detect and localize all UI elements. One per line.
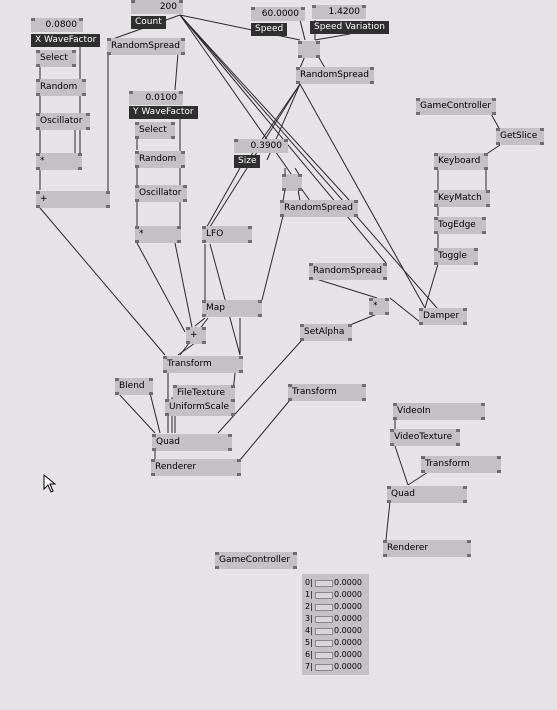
size-value[interactable]: 0.3900	[234, 139, 288, 153]
channel-slider[interactable]	[315, 580, 333, 587]
transform-node-video[interactable]: Transform	[421, 456, 501, 473]
channel-slider[interactable]	[315, 592, 333, 599]
setalpha-node[interactable]: SetAlpha	[300, 324, 352, 341]
togedge-node[interactable]: TogEdge	[434, 217, 486, 234]
channel-row: 6|0.0000	[305, 650, 362, 659]
channel-row: 4|0.0000	[305, 626, 362, 635]
channel-row: 7|0.0000	[305, 662, 362, 671]
quad-node-main[interactable]: Quad	[152, 434, 232, 451]
transform-node-right[interactable]: Transform	[288, 384, 366, 401]
oscillator-node-y[interactable]: Oscillator	[135, 185, 187, 202]
channel-slider[interactable]	[315, 640, 333, 647]
randomspread-node-mid[interactable]: RandomSpread	[280, 200, 358, 217]
gamecontroller-node-bottom[interactable]: GameController	[215, 552, 297, 569]
channel-slider[interactable]	[315, 616, 333, 623]
randomspread-node-top[interactable]: RandomSpread	[296, 67, 374, 84]
quad-node-video[interactable]: Quad	[387, 486, 467, 503]
channel-slider[interactable]	[315, 628, 333, 635]
blend-node[interactable]: Blend	[115, 378, 153, 395]
random-node-x[interactable]: Random	[36, 79, 86, 96]
speed-tag: Speed	[251, 23, 288, 36]
plus-node-mid[interactable]: +	[186, 327, 206, 344]
videotexture-node[interactable]: VideoTexture	[390, 429, 460, 446]
speed-variation-value[interactable]: 1.4200	[312, 5, 366, 19]
videoin-node[interactable]: VideoIn	[393, 403, 485, 420]
x-wave-factor-tag: X WaveFactor	[31, 34, 101, 47]
channel-row: 3|0.0000	[305, 614, 362, 623]
randomspread-node-low[interactable]: RandomSpread	[309, 263, 387, 280]
random-node-y[interactable]: Random	[135, 151, 185, 168]
renderer-node-video[interactable]: Renderer	[383, 540, 471, 557]
channel-row: 5|0.0000	[305, 638, 362, 647]
size-tag: Size	[234, 155, 261, 168]
channel-row: 2|0.0000	[305, 602, 362, 611]
oscillator-node-x[interactable]: Oscillator	[36, 113, 90, 130]
x-wave-factor-value[interactable]: 0.0800	[31, 18, 83, 32]
keymatch-node[interactable]: KeyMatch	[434, 190, 490, 207]
channel-row: 1|0.0000	[305, 590, 362, 599]
uniformscale-node[interactable]: UniformScale	[165, 399, 235, 416]
speed-variation-tag: Speed Variation	[310, 21, 390, 34]
mouse-cursor-icon	[43, 474, 57, 493]
damper-node[interactable]: Damper	[419, 308, 467, 325]
keyboard-node[interactable]: Keyboard	[434, 153, 488, 170]
select-node-x[interactable]: Select	[36, 50, 76, 67]
small-node-mid[interactable]	[282, 174, 302, 191]
randomspread-node-1[interactable]: RandomSpread	[107, 38, 185, 55]
toggle-node[interactable]: Toggle	[434, 248, 478, 265]
transform-node-main[interactable]: Transform	[163, 356, 243, 373]
multiply-node-right[interactable]: *	[369, 298, 389, 315]
channel-row: 0|0.0000	[305, 578, 362, 587]
channel-slider[interactable]	[315, 664, 333, 671]
count-tag: Count	[131, 16, 166, 29]
y-wave-factor-value[interactable]: 0.0100	[129, 91, 183, 105]
plus-node-x[interactable]: +	[36, 191, 110, 208]
multiply-node-y[interactable]: *	[135, 226, 181, 243]
select-node-y[interactable]: Select	[135, 122, 175, 139]
count-value[interactable]: 200	[131, 0, 183, 14]
lfo-node[interactable]: LFO	[202, 226, 252, 243]
multiply-node-x[interactable]: *	[36, 153, 82, 170]
channel-readout: 0|0.0000 1|0.0000 2|0.0000 3|0.0000 4|0.…	[302, 574, 369, 675]
renderer-node-main[interactable]: Renderer	[151, 459, 241, 476]
speed-value[interactable]: 60.0000	[251, 7, 305, 21]
getslice-node[interactable]: GetSlice	[496, 128, 544, 145]
small-node-top[interactable]	[298, 41, 320, 58]
y-wave-factor-tag: Y WaveFactor	[129, 106, 198, 119]
gamecontroller-node-top[interactable]: GameController	[416, 98, 496, 115]
map-node[interactable]: Map	[202, 300, 262, 317]
channel-slider[interactable]	[315, 604, 333, 611]
channel-slider[interactable]	[315, 652, 333, 659]
